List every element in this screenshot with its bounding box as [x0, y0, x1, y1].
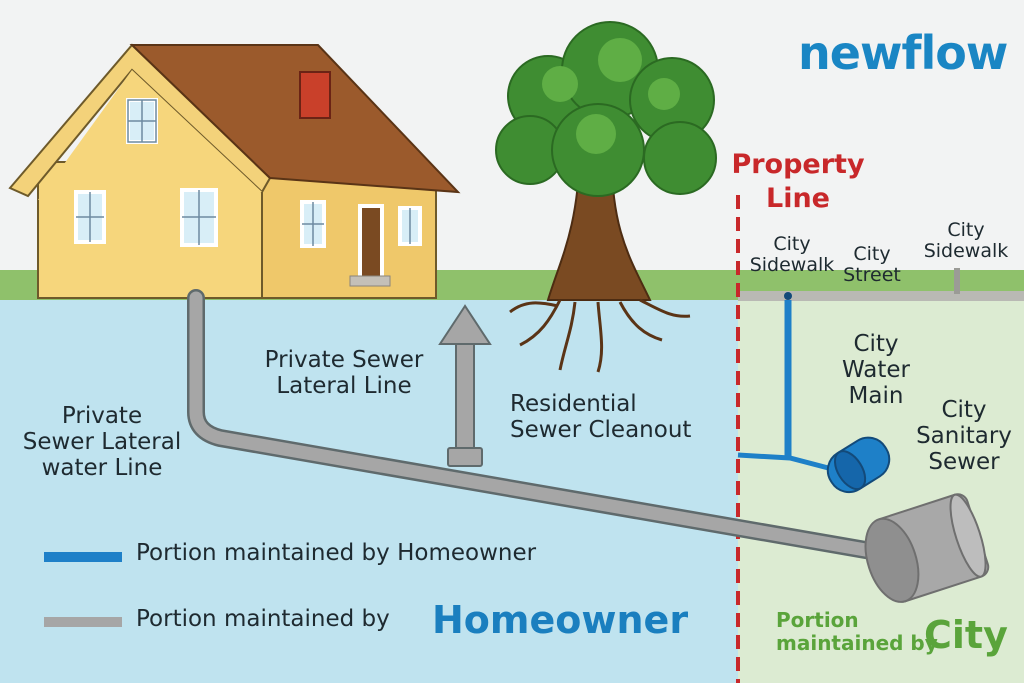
- soil-private: [0, 300, 738, 683]
- city-street-label: City Street: [843, 243, 901, 287]
- house: [8, 43, 461, 299]
- residential-sewer-cleanout-label: Residential Sewer Cleanout: [510, 391, 692, 443]
- curb-post: [954, 268, 960, 294]
- city-water-main-pipe: [826, 436, 891, 494]
- legend-homeowner-emphasis: Homeowner: [432, 598, 689, 642]
- private-sewer-lateral-water-line-label: Private Sewer Lateral water Line: [22, 403, 182, 481]
- private-sewer-lateral-line-label: Private Sewer Lateral Line: [264, 347, 424, 399]
- city-portion-note: Portion maintained by: [776, 608, 938, 655]
- property-line-label: Property Line: [731, 149, 865, 214]
- city-sidewalk-left-label: City Sidewalk: [749, 233, 835, 277]
- legend-blue-text: Portion maintained by Homeowner: [136, 540, 537, 566]
- cleanout-pipe: [438, 304, 492, 467]
- city-sanitary-sewer-label: City Sanitary Sewer: [916, 397, 1012, 475]
- city-portion-emphasis: City: [924, 613, 1008, 657]
- tree: [495, 21, 717, 373]
- legend-swatch-gray: [44, 617, 122, 627]
- legend-swatch-blue: [44, 552, 122, 562]
- city-water-main-label: City Water Main: [842, 331, 910, 409]
- water-service-pipe: [737, 292, 837, 473]
- legend-gray-text: Portion maintained by: [136, 606, 390, 632]
- newflow-logo: newflow: [798, 26, 1008, 80]
- city-sidewalk-right-label: City Sidewalk: [923, 219, 1009, 263]
- city-sanitary-sewer-pipe: [864, 493, 990, 603]
- sidewalk-strip: [738, 291, 1024, 301]
